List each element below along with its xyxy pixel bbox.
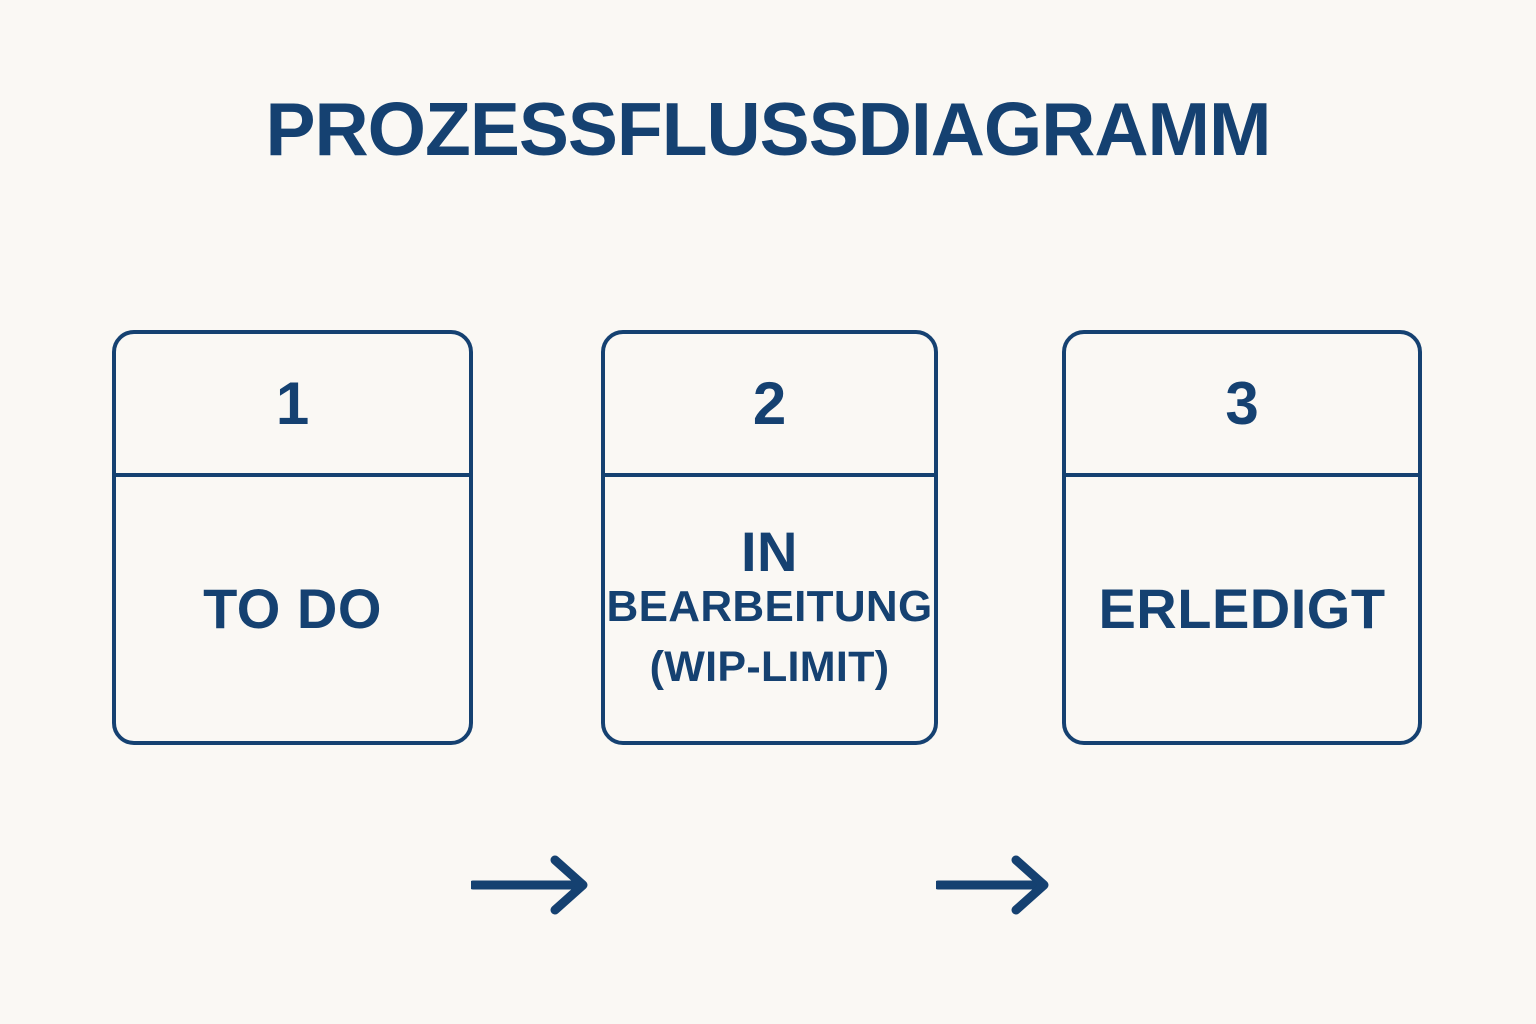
process-node-2-label-line-2: BEARBEITUNG	[606, 581, 933, 631]
arrow-right-icon	[936, 855, 1049, 915]
process-node-3-label: ERLEDIGT	[1098, 577, 1386, 641]
arrow-right-icon	[471, 855, 588, 915]
process-node-2[interactable]: 2 IN BEARBEITUNG (WIP-LIMIT)	[601, 330, 938, 745]
connector-1-to-2	[471, 850, 605, 920]
process-node-3-number: 3	[1066, 334, 1418, 477]
process-node-1-label: TO DO	[203, 577, 382, 641]
process-node-2-body: IN BEARBEITUNG (WIP-LIMIT)	[605, 477, 934, 741]
connector-2-to-3	[936, 850, 1066, 920]
process-node-2-number: 2	[605, 334, 934, 477]
process-node-1-body: TO DO	[116, 477, 469, 741]
process-flow-row: 1 TO DO 2 IN BEARBEITUNG (WIP-LIMIT)	[0, 330, 1536, 915]
page-title: PROZESSFLUSSDIAGRAMM	[265, 87, 1271, 171]
process-node-1[interactable]: 1 TO DO	[112, 330, 473, 745]
process-node-3[interactable]: 3 ERLEDIGT	[1062, 330, 1422, 745]
process-node-2-label-line-3: (WIP-LIMIT)	[649, 642, 890, 691]
process-node-3-body: ERLEDIGT	[1066, 477, 1418, 741]
process-node-1-number: 1	[116, 334, 469, 477]
process-node-2-label-line-1: IN	[741, 519, 798, 583]
